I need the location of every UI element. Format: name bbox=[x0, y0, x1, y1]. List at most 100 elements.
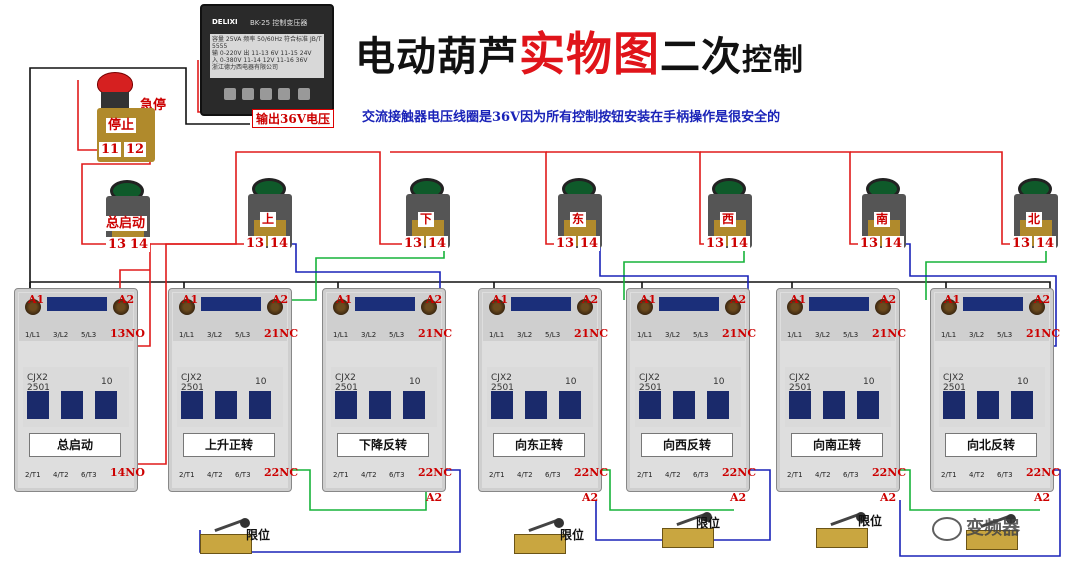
terminal-label: 3/L2 bbox=[361, 331, 377, 339]
button-terminal-14: 14 bbox=[882, 236, 905, 251]
aux-bottom-label: 22NC bbox=[574, 466, 609, 479]
contactor-window bbox=[525, 391, 547, 419]
terminal-label: 6/T3 bbox=[693, 471, 709, 479]
coil-a1-label: A1 bbox=[790, 293, 807, 306]
main-start-terminal-14: 14 bbox=[128, 237, 151, 252]
model-line: CJX2 bbox=[335, 373, 356, 383]
screw-icon bbox=[489, 299, 505, 315]
terminal-label: 6/T3 bbox=[997, 471, 1013, 479]
plate-line: 入 0-380V 11-14 12V 11-16 36V bbox=[212, 57, 308, 64]
model-line: CJX2 bbox=[639, 373, 660, 383]
screw-icon bbox=[179, 299, 195, 315]
contactor-window bbox=[61, 391, 83, 419]
transformer-terminal bbox=[224, 88, 236, 100]
contactor-name: 上升正转 bbox=[183, 433, 275, 457]
contactor-rating: 10 bbox=[101, 377, 113, 387]
stop-terminal-11: 11 bbox=[99, 142, 122, 157]
coil-a2-bottom-label: A2 bbox=[730, 491, 747, 504]
red-wire bbox=[77, 80, 104, 151]
terminal-label: 5/L3 bbox=[235, 331, 251, 339]
limit-switch bbox=[514, 518, 572, 554]
terminal-label: 2/T1 bbox=[787, 471, 803, 479]
page-title: 电动葫芦实物图二次控制 bbox=[355, 27, 804, 81]
terminal-label: 5/L3 bbox=[843, 331, 859, 339]
coil-a2-bottom-label: A2 bbox=[1034, 491, 1051, 504]
button-direction-label: 北 bbox=[1026, 212, 1043, 227]
terminal-label: 3/L2 bbox=[517, 331, 533, 339]
terminal-label: 2/T1 bbox=[489, 471, 505, 479]
model-line: CJX2 bbox=[181, 373, 202, 383]
button-direction-label: 东 bbox=[570, 212, 587, 227]
screw-icon bbox=[113, 299, 129, 315]
limit-body bbox=[966, 530, 1018, 550]
coil-a2-label: A2 bbox=[272, 293, 289, 306]
emergency-stop-button[interactable] bbox=[95, 72, 135, 110]
coil-a1-label: A1 bbox=[28, 293, 45, 306]
contactor-window bbox=[95, 391, 117, 419]
contactor-name: 下降反转 bbox=[337, 433, 429, 457]
coil-a2-label: A2 bbox=[730, 293, 747, 306]
screw-icon bbox=[637, 299, 653, 315]
transformer-terminal bbox=[242, 88, 254, 100]
screw-icon bbox=[421, 299, 437, 315]
contactor-name: 向东正转 bbox=[493, 433, 585, 457]
terminal-label: 1/L1 bbox=[787, 331, 803, 339]
terminal-label: 5/L3 bbox=[389, 331, 405, 339]
contactor-window bbox=[335, 391, 357, 419]
terminal-label: 4/T2 bbox=[53, 471, 69, 479]
contactor-window bbox=[491, 391, 513, 419]
transformer-model: BK-25 控制变压器 bbox=[250, 19, 308, 27]
limit-wheel-icon bbox=[554, 518, 564, 528]
button-terminal-13: 13 bbox=[244, 236, 267, 251]
button-terminal-13: 13 bbox=[704, 236, 727, 251]
terminal-label: 4/T2 bbox=[969, 471, 985, 479]
aux-top-label: 21NC bbox=[574, 327, 609, 340]
limit-switch bbox=[966, 514, 1024, 550]
terminal-label: 2/T1 bbox=[333, 471, 349, 479]
terminal-label: 4/T2 bbox=[665, 471, 681, 479]
limit-label: 限位 bbox=[246, 528, 271, 542]
aux-bottom-label: 22NC bbox=[1026, 466, 1061, 479]
transformer-output-label: 输出36V电压 bbox=[252, 109, 335, 128]
coil-a2-label: A2 bbox=[1034, 293, 1051, 306]
contactor-name: 向西反转 bbox=[641, 433, 733, 457]
transformer-terminal bbox=[260, 88, 272, 100]
green-wire bbox=[594, 469, 734, 511]
terminal-label: 5/L3 bbox=[81, 331, 97, 339]
wechat-icon bbox=[932, 517, 962, 541]
green-wire bbox=[290, 469, 427, 511]
aux-top-label: 21NC bbox=[418, 327, 453, 340]
coil-a1-label: A1 bbox=[640, 293, 657, 306]
black-wire bbox=[29, 67, 250, 290]
button-terminal-13: 13 bbox=[1010, 236, 1033, 251]
model-line: 2501 bbox=[789, 383, 812, 393]
contactor-rating: 10 bbox=[255, 377, 267, 387]
blue-wire bbox=[899, 469, 1061, 557]
contactor-nameplate bbox=[201, 297, 261, 311]
coil-a1-label: A1 bbox=[182, 293, 199, 306]
contactor-window bbox=[249, 391, 271, 419]
screw-icon bbox=[577, 299, 593, 315]
contactor-window bbox=[707, 391, 729, 419]
contactor-window bbox=[639, 391, 661, 419]
model-line: 2501 bbox=[639, 383, 662, 393]
coil-a2-bottom-label: A2 bbox=[426, 491, 443, 504]
estop-body bbox=[101, 92, 129, 110]
limit-body bbox=[662, 528, 714, 548]
aux-bottom-label: 22NC bbox=[722, 466, 757, 479]
coil-a1-label: A1 bbox=[944, 293, 961, 306]
watermark: 变频器 bbox=[932, 514, 1020, 541]
terminal-label: 1/L1 bbox=[941, 331, 957, 339]
screw-icon bbox=[787, 299, 803, 315]
contactor-nameplate bbox=[963, 297, 1023, 311]
terminal-label: 4/T2 bbox=[815, 471, 831, 479]
green-wire bbox=[623, 244, 745, 300]
aux-bottom-label: 22NC bbox=[872, 466, 907, 479]
contactor-nameplate bbox=[809, 297, 869, 311]
screw-icon bbox=[875, 299, 891, 315]
